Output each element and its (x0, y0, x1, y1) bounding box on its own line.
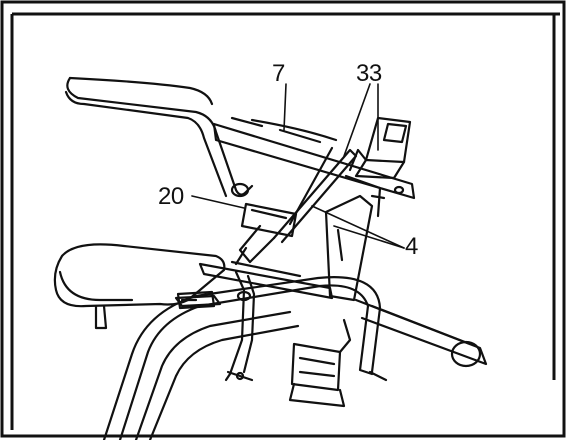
pedal (288, 318, 352, 408)
leader-33-a (343, 83, 371, 157)
callout-4: 4 (405, 233, 418, 260)
callout-7: 7 (272, 60, 285, 87)
leader-20 (191, 195, 245, 209)
upper-crossbar (212, 116, 416, 200)
front-stabilizer (354, 298, 488, 368)
callout-33: 33 (356, 60, 382, 87)
callout-20: 20 (158, 183, 184, 210)
main-frame (102, 276, 388, 440)
seat-post (224, 270, 256, 382)
bracket-assembly (234, 146, 358, 266)
handlebar (64, 76, 254, 198)
leader-lines (191, 83, 405, 249)
front-upright (324, 174, 386, 302)
leader-4-b (333, 225, 405, 249)
leader-7 (283, 83, 287, 131)
console (348, 116, 412, 180)
foot-block (176, 290, 216, 310)
seat (53, 243, 226, 330)
leader-4-a (311, 205, 405, 249)
